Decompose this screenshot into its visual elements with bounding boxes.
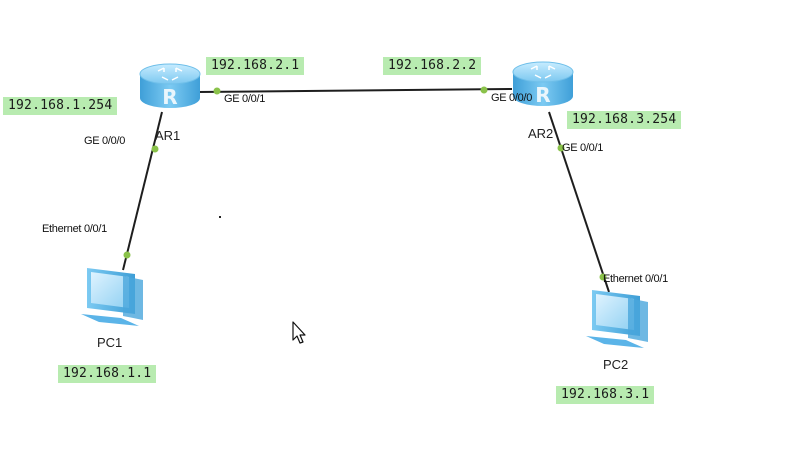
pc1-icon[interactable] — [81, 268, 143, 326]
device-name-ar1: AR1 — [155, 128, 181, 143]
port-dot-ar2-ge000 — [480, 86, 488, 94]
port-dot-ar2-ge001 — [557, 144, 565, 152]
ip-label-ar1-lan: 192.168.1.254 — [3, 97, 118, 115]
link-ar1-pc1[interactable] — [122, 111, 163, 271]
port-label-ar2-ge000: GE 0/0/0 — [491, 92, 533, 104]
port-dot-ar1-ge001 — [213, 87, 221, 95]
port-label-ar2-ge001: GE 0/0/1 — [562, 142, 604, 154]
port-dot-pc2-eth — [599, 273, 607, 281]
pc2-icon[interactable] — [586, 290, 648, 348]
router-ar2-icon[interactable]: R — [512, 61, 574, 107]
port-dot-pc1-eth — [123, 251, 131, 259]
port-label-pc1-eth: Ethernet 0/0/1 — [42, 223, 107, 235]
ip-label-pc2: 192.168.3.1 — [556, 386, 655, 404]
device-name-pc1: PC1 — [97, 335, 123, 350]
ip-label-ar2-wan: 192.168.2.2 — [383, 57, 482, 75]
ip-label-ar2-lan: 192.168.3.254 — [567, 111, 682, 129]
link-ar1-ar2[interactable] — [197, 88, 513, 93]
link-ar2-pc2[interactable] — [548, 111, 610, 293]
port-label-ar1-ge001: GE 0/0/1 — [224, 93, 266, 105]
port-label-pc2-eth: Ethernet 0/0/1 — [603, 273, 668, 285]
mouse-cursor-icon — [292, 321, 306, 344]
canvas-dot — [219, 216, 221, 218]
router-ar1-icon[interactable]: R — [139, 63, 201, 109]
svg-text:R: R — [535, 83, 550, 107]
device-name-ar2: AR2 — [528, 126, 554, 141]
port-dot-ar1-ge000 — [151, 145, 159, 153]
ip-label-ar1-wan: 192.168.2.1 — [206, 57, 305, 75]
svg-text:R: R — [162, 85, 177, 109]
port-label-ar1-ge000: GE 0/0/0 — [84, 135, 126, 147]
ip-label-pc1: 192.168.1.1 — [58, 365, 157, 383]
device-name-pc2: PC2 — [603, 357, 629, 372]
